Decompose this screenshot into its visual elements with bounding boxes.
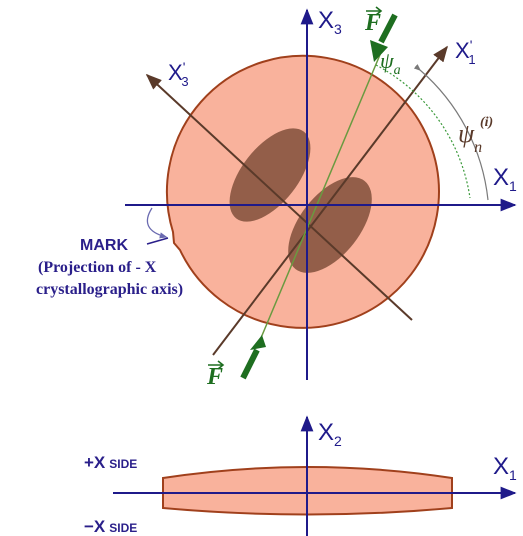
axis-x3-prime bbox=[145, 73, 413, 321]
axis-x1-prime bbox=[212, 45, 448, 356]
label-force-top: F bbox=[364, 10, 381, 36]
label-x2: X2 bbox=[318, 419, 342, 449]
force-arrow-bottom bbox=[240, 335, 266, 380]
stress-lobe-upper-left bbox=[229, 128, 311, 222]
label-x3: X3 bbox=[318, 7, 342, 37]
label-x1-prime: X'1 bbox=[455, 37, 476, 67]
label-force-bottom: F bbox=[206, 364, 223, 390]
label-psi-n-superscript: (i) bbox=[480, 115, 493, 130]
force-line bbox=[257, 49, 383, 346]
crystal-disk bbox=[165, 54, 440, 329]
label-projection-line2: crystallographic axis) bbox=[36, 281, 183, 298]
force-bottom-vector-mark bbox=[208, 360, 225, 370]
mark-leader bbox=[146, 237, 169, 245]
label-x1: X1 bbox=[493, 164, 517, 194]
label-x1-side: X1 bbox=[493, 453, 517, 483]
force-arrow-top bbox=[370, 13, 398, 62]
label-psi-n: ψn bbox=[458, 119, 482, 156]
top-view: X3 X1 X'3 X'1 F F ψa ψn (i) MARK (Projec… bbox=[36, 6, 517, 390]
label-x3-prime: X'3 bbox=[168, 59, 189, 89]
mark-arrow bbox=[146, 207, 168, 239]
force-top-vector-mark bbox=[366, 6, 383, 16]
stress-lobe-lower-right bbox=[288, 177, 372, 273]
label-mark: MARK bbox=[80, 237, 128, 254]
label-psi-a: ψa bbox=[380, 48, 401, 78]
label-projection-line1: (Projection of - X bbox=[38, 259, 157, 276]
psi-a-arc bbox=[375, 64, 471, 199]
psi-n-arc bbox=[413, 64, 489, 201]
